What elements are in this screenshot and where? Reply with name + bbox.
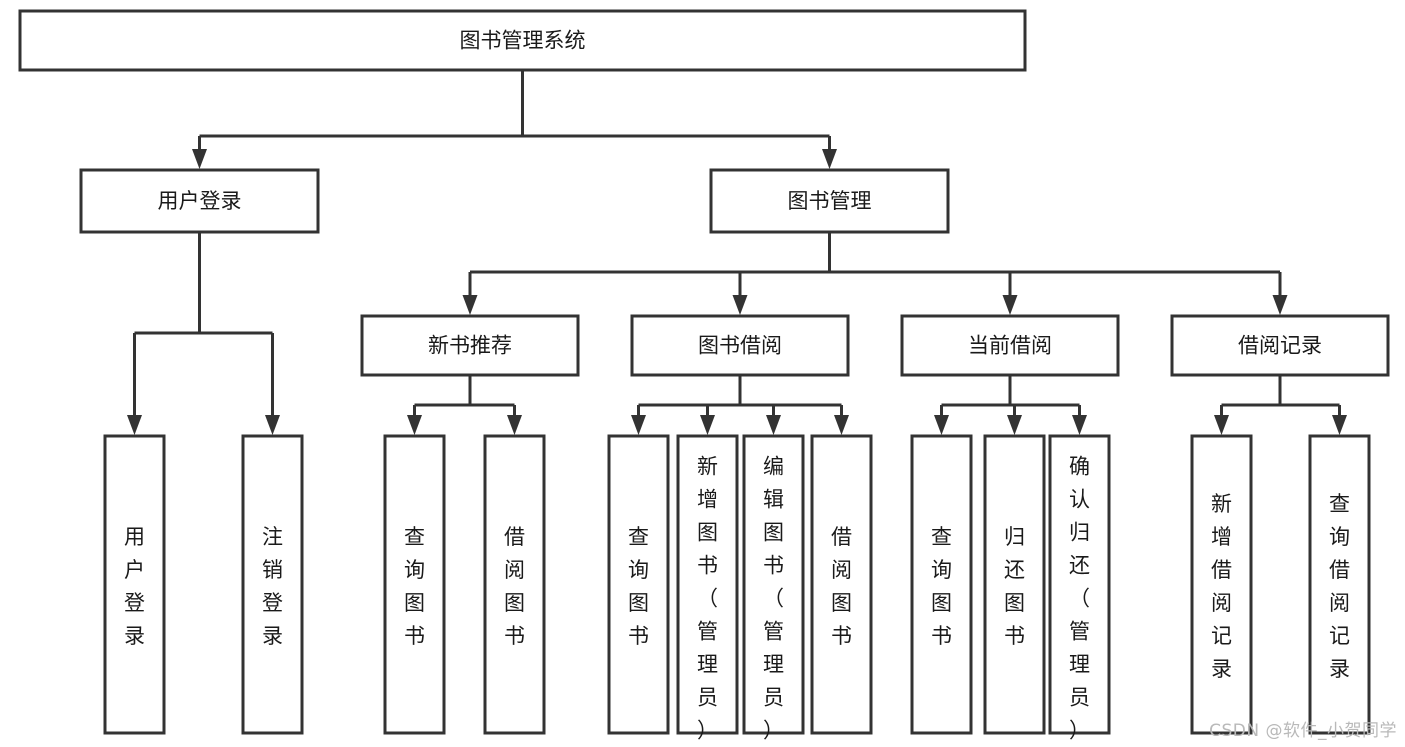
connector-arrowhead <box>1272 295 1288 315</box>
connector-arrowhead <box>631 415 646 435</box>
node-bookmgmt[interactable]: 图书管理 <box>709 168 950 234</box>
node-current[interactable]: 当前借阅 <box>900 314 1120 377</box>
node-current-return[interactable]: 归还图书 <box>983 434 1046 735</box>
connector-arrowhead <box>1214 415 1229 435</box>
node-label: 查询图书 <box>628 525 649 648</box>
node-label: 确认归还（管理员） <box>1069 455 1090 743</box>
connector-layer <box>127 70 1347 435</box>
node-box <box>18 9 1027 72</box>
connector-arrowhead <box>1007 415 1022 435</box>
node-label: 注销登录 <box>262 525 283 648</box>
node-label: 当前借阅 <box>968 334 1052 358</box>
connector-arrowhead <box>265 415 280 435</box>
connector-arrowhead <box>1332 415 1347 435</box>
node-label: 借阅图书 <box>504 525 525 648</box>
connector-arrowhead <box>822 149 837 169</box>
node-label: 归还图书 <box>1004 525 1025 648</box>
node-borrow-lend[interactable]: 借阅图书 <box>810 434 873 735</box>
node-box <box>810 434 873 735</box>
node-borrow-query[interactable]: 查询图书 <box>607 434 670 735</box>
node-login-logout[interactable]: 注销登录 <box>241 434 304 735</box>
node-box <box>79 168 320 234</box>
connector-arrowhead <box>1072 415 1087 435</box>
node-label: 新增图书（管理员） <box>697 455 718 743</box>
node-label: 新书推荐 <box>428 334 512 358</box>
connector-arrowhead <box>1002 295 1018 315</box>
node-box <box>103 434 166 735</box>
connector-arrowhead <box>507 415 522 435</box>
connector-arrowhead <box>192 149 207 169</box>
node-label: 借阅图书 <box>831 525 852 648</box>
node-record-query[interactable]: 查询借阅记录 <box>1308 434 1371 735</box>
node-label: 用户登录 <box>158 189 242 213</box>
node-newbook[interactable]: 新书推荐 <box>360 314 580 377</box>
node-box <box>630 314 850 377</box>
node-current-query[interactable]: 查询图书 <box>910 434 973 735</box>
node-login-user[interactable]: 用户登录 <box>103 434 166 735</box>
node-box <box>360 314 580 377</box>
node-box <box>676 434 739 735</box>
connector-arrowhead <box>834 415 849 435</box>
node-newbook-borrow[interactable]: 借阅图书 <box>483 434 546 735</box>
connector-arrowhead <box>732 295 748 315</box>
node-box <box>383 434 446 735</box>
connector-arrowhead <box>700 415 715 435</box>
connector-arrowhead <box>462 295 478 315</box>
node-box <box>607 434 670 735</box>
node-box <box>1048 434 1111 735</box>
node-label: 图书管理系统 <box>460 29 586 53</box>
connector-arrowhead <box>934 415 949 435</box>
node-box <box>1170 314 1390 377</box>
node-record-add[interactable]: 新增借阅记录 <box>1190 434 1253 735</box>
node-login[interactable]: 用户登录 <box>79 168 320 234</box>
node-borrow-add[interactable]: 新增图书（管理员） <box>676 434 739 743</box>
node-box <box>983 434 1046 735</box>
node-box <box>1190 434 1253 735</box>
node-box <box>910 434 973 735</box>
node-box <box>900 314 1120 377</box>
node-box <box>241 434 304 735</box>
node-label: 查询图书 <box>404 525 425 648</box>
node-label: 查询借阅记录 <box>1329 492 1350 681</box>
node-box <box>709 168 950 234</box>
node-label: 借阅记录 <box>1238 334 1322 358</box>
node-box <box>1308 434 1371 735</box>
node-borrow[interactable]: 图书借阅 <box>630 314 850 377</box>
node-label: 图书管理 <box>788 189 872 213</box>
node-label: 用户登录 <box>124 525 145 648</box>
connector-arrowhead <box>766 415 781 435</box>
node-box <box>742 434 805 735</box>
node-label: 图书借阅 <box>698 334 782 358</box>
node-box <box>483 434 546 735</box>
connector-arrowhead <box>127 415 142 435</box>
node-label: 编辑图书（管理员） <box>763 455 784 743</box>
node-root[interactable]: 图书管理系统 <box>18 9 1027 72</box>
node-newbook-query[interactable]: 查询图书 <box>383 434 446 735</box>
node-label: 新增借阅记录 <box>1211 492 1232 681</box>
node-layer: 图书管理系统用户登录图书管理用户登录注销登录新书推荐图书借阅当前借阅借阅记录查询… <box>18 9 1390 743</box>
node-borrow-edit[interactable]: 编辑图书（管理员） <box>742 434 805 743</box>
node-current-confirm[interactable]: 确认归还（管理员） <box>1048 434 1111 743</box>
node-label: 查询图书 <box>931 525 952 648</box>
node-record[interactable]: 借阅记录 <box>1170 314 1390 377</box>
connector-arrowhead <box>407 415 422 435</box>
